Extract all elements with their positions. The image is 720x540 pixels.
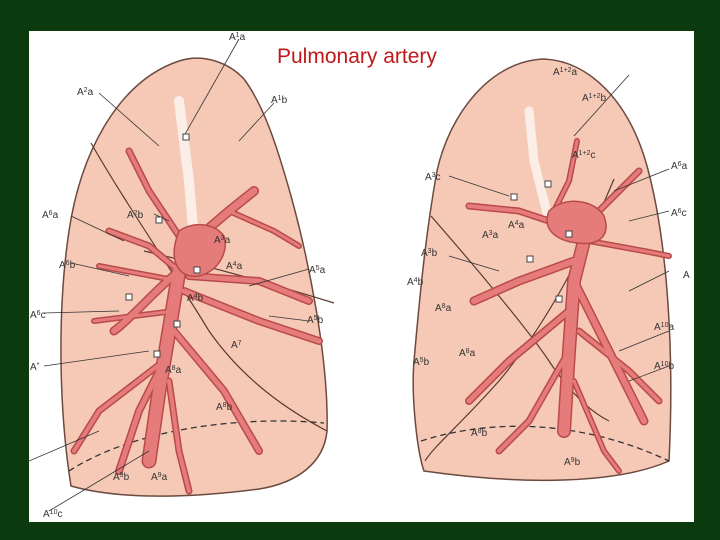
label-a1a: A1a: [229, 32, 246, 43]
label-a2a: A2a: [77, 87, 94, 98]
lungs-diagram: A1a A2a A1b A6a A2b A3a A6b A4a A5a A4b …: [29, 32, 690, 520]
label-a9a: A9a: [151, 472, 168, 483]
label-a5a: A5a: [309, 265, 326, 276]
left-main-artery: [546, 200, 607, 245]
label-a10c: A10c: [43, 509, 62, 520]
diagram-panel: A1a A2a A1b A6a A2b A3a A6b A4a A5a A4b …: [29, 31, 694, 522]
label-a2b: A2b: [127, 210, 144, 221]
label-a8a: A8a: [165, 365, 182, 376]
leader-lines: [29, 38, 670, 512]
label-l10a: A10a: [654, 322, 674, 333]
label-a7: A7: [231, 340, 242, 351]
left-lung-labels: A1+2a A1+2b A1+2c A3c A6a A6c A3a A4a A3…: [407, 67, 690, 468]
label-astar: A*: [30, 362, 40, 373]
label-a9b: A9b: [113, 472, 130, 483]
label-l3a: A3a: [482, 230, 499, 241]
connector-knots: [125, 133, 573, 358]
label-l8a: A8a: [459, 348, 476, 359]
pale-vessels: [174, 96, 554, 246]
label-l3c: A3c: [425, 172, 441, 183]
label-a6c: A6c: [30, 310, 46, 321]
label-a6a: A6a: [42, 210, 59, 221]
label-l10b: A10b: [654, 361, 674, 372]
label-a8b: A8b: [216, 402, 233, 413]
slide-title: Pulmonary artery: [277, 45, 437, 68]
label-a5b: A5b: [307, 315, 324, 326]
label-l12c: A1+2c: [572, 150, 596, 161]
label-l4b: A4b: [407, 277, 424, 288]
label-l5b: A5b: [413, 357, 430, 368]
label-a1b: A1b: [271, 95, 288, 106]
label-l8b: A8b: [471, 428, 488, 439]
left-arteries: [466, 139, 671, 473]
diaphragm-lines: [68, 420, 670, 472]
label-la: A: [683, 270, 690, 281]
label-l8a2: A8a: [435, 303, 452, 314]
label-l4a: A4a: [508, 220, 525, 231]
label-a3a: A3a: [214, 235, 231, 246]
label-l9b: A9b: [564, 457, 581, 468]
right-lung-labels: A1a A2a A1b A6a A2b A3a A6b A4a A5a A4b …: [30, 32, 326, 520]
right-main-artery: [173, 224, 226, 277]
label-l12a: A1+2a: [553, 67, 578, 78]
label-l6c: A6c: [671, 208, 687, 219]
label-l6a: A6a: [671, 161, 688, 172]
label-l12b: A1+2b: [582, 93, 607, 104]
label-a6b: A6b: [59, 260, 76, 271]
label-a4a: A4a: [226, 261, 243, 272]
label-a4b: A4b: [187, 293, 204, 304]
label-l3b: A3b: [421, 248, 438, 259]
